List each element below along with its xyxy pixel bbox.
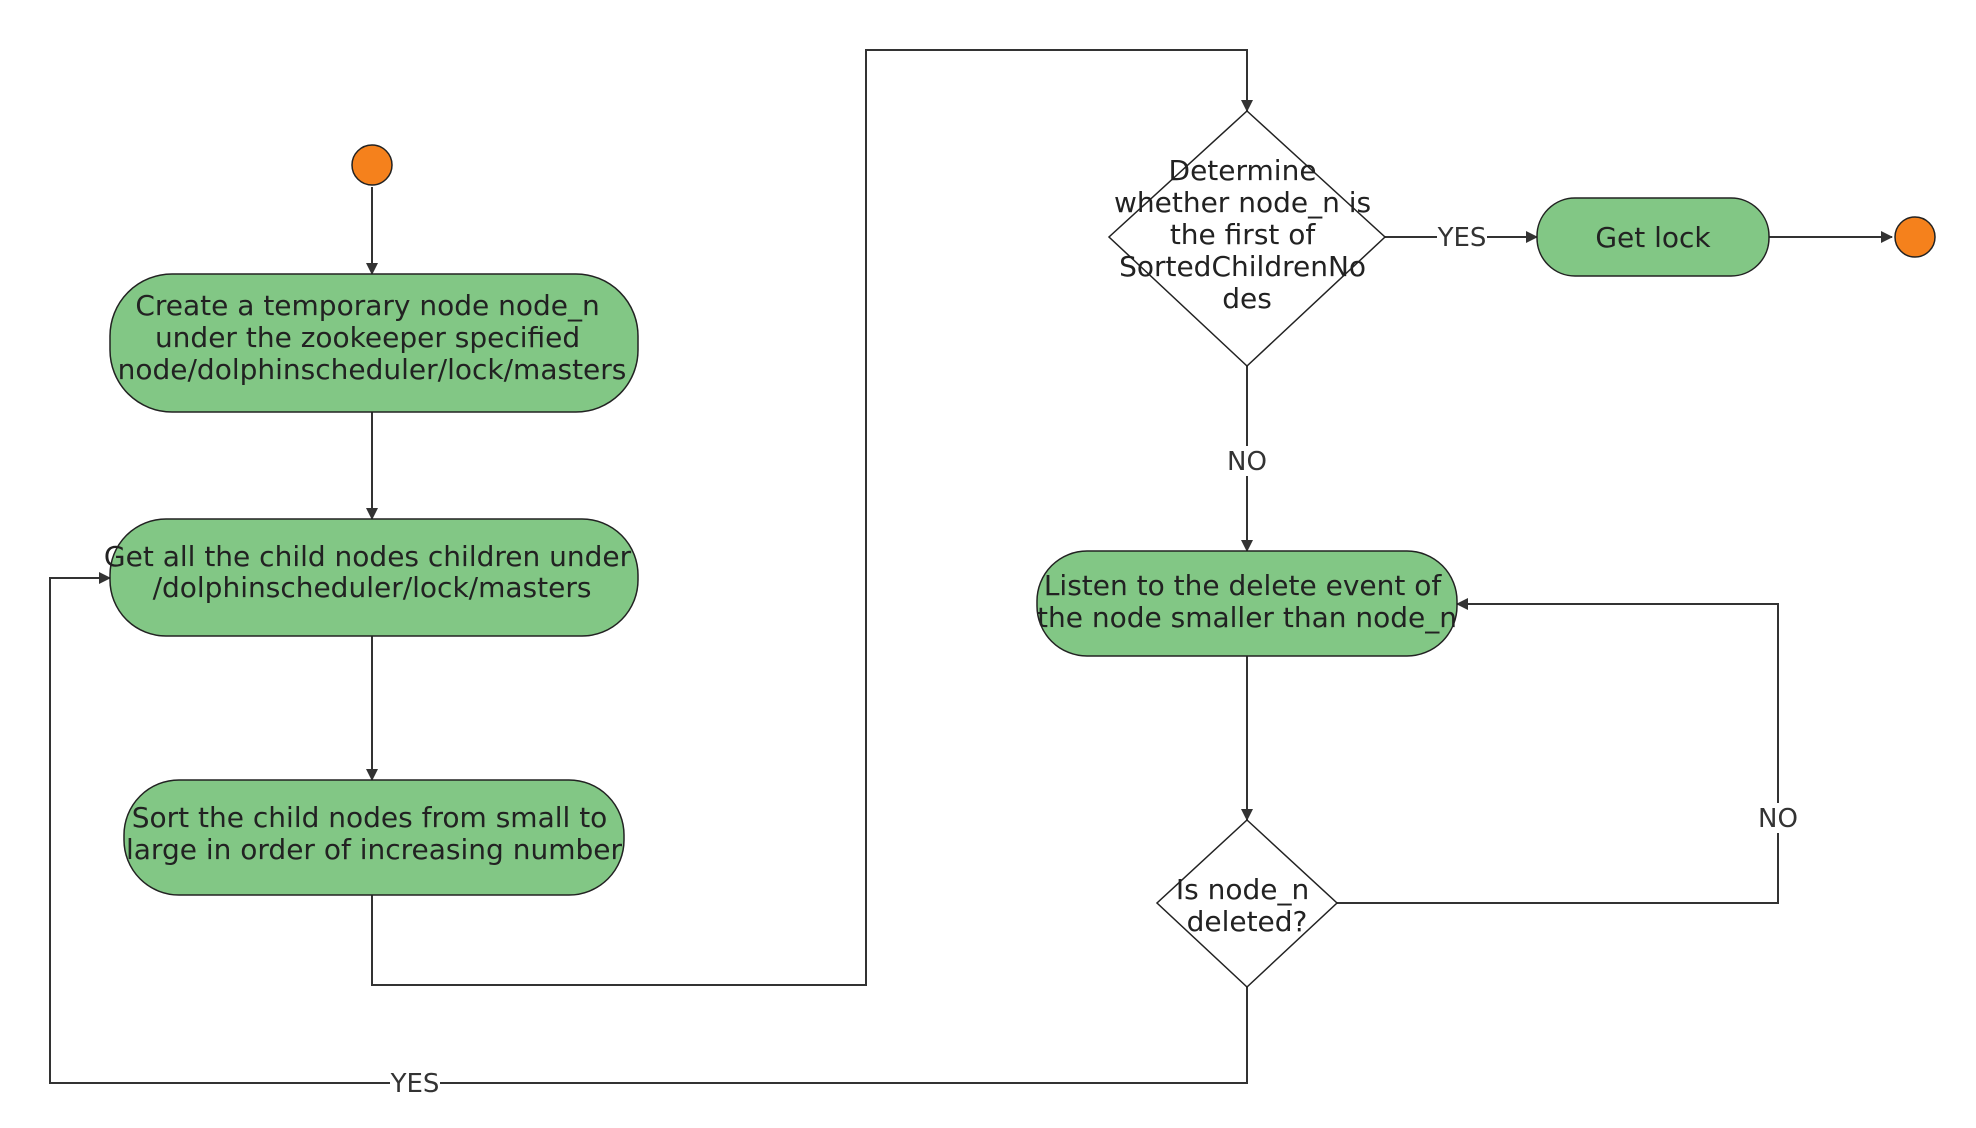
determine-first-line-3: the first of xyxy=(1170,218,1317,251)
listen-delete-line-2: the node smaller than node_n xyxy=(1037,601,1457,634)
listen-delete-box xyxy=(1036,550,1458,657)
end-terminal xyxy=(1894,216,1936,258)
determine-first-label: Determine whether node_n is the first of… xyxy=(1114,154,1380,315)
edge-label-determine-no: NO xyxy=(1227,447,1267,477)
sort-children-line-1: Sort the child nodes from small to xyxy=(132,801,608,834)
create-temp-node-line-2: under the zookeeper specified xyxy=(155,321,580,354)
sort-children-label: Sort the child nodes from small to large… xyxy=(126,801,622,866)
create-temp-node-line-1: Create a temporary node node_n xyxy=(135,289,599,322)
edge-label-deleted-no: NO xyxy=(1758,804,1798,834)
listen-delete-line-1: Listen to the delete event of xyxy=(1044,569,1443,602)
listen-delete-label: Listen to the delete event of the node s… xyxy=(1037,569,1457,634)
edge-label-deleted-yes: YES xyxy=(390,1069,440,1099)
create-temp-node-label: Create a temporary node node_n under the… xyxy=(118,289,627,386)
edge-label-bg-deleted-yes xyxy=(390,1068,440,1098)
determine-first-line-2: whether node_n is xyxy=(1114,186,1371,219)
edge-deleted-yes-to-get-children xyxy=(49,572,1248,1084)
edge-deleted-no-to-listen xyxy=(1337,598,1779,904)
is-deleted-line-1: Is node_n xyxy=(1176,873,1309,906)
get-children-label: Get all the child nodes children under /… xyxy=(104,540,640,604)
determine-first-line-1: Determine xyxy=(1169,154,1317,187)
get-lock-label: Get lock xyxy=(1595,221,1711,254)
determine-first-diamond xyxy=(1107,109,1387,368)
is-deleted-label: Is node_n deleted? xyxy=(1176,873,1318,938)
get-children-box xyxy=(109,518,639,637)
get-lock-line-1: Get lock xyxy=(1595,221,1711,254)
sort-children-line-2: large in order of increasing number xyxy=(126,833,622,866)
get-children-line-1: Get all the child nodes children under xyxy=(104,540,632,573)
create-temp-node-line-3: node/dolphinscheduler/lock/masters xyxy=(118,353,627,386)
determine-first-line-4: SortedChildrenNo xyxy=(1119,250,1366,283)
get-lock-box xyxy=(1536,197,1770,277)
edge-sort-to-determine xyxy=(371,49,1253,986)
is-deleted-diamond xyxy=(1155,818,1339,989)
edge-label-bg-determine-no xyxy=(1222,446,1272,476)
determine-first-line-5: des xyxy=(1222,282,1272,315)
sort-children-box xyxy=(123,779,625,896)
create-temp-node-box xyxy=(109,273,639,413)
edge-label-determine-yes: YES xyxy=(1437,223,1487,253)
edge-label-bg-determine-yes xyxy=(1437,222,1487,252)
start-terminal xyxy=(351,144,393,186)
get-children-line-2: /dolphinscheduler/lock/masters xyxy=(153,571,592,604)
edge-label-bg-deleted-no xyxy=(1753,803,1803,833)
is-deleted-line-2: deleted? xyxy=(1187,905,1308,938)
